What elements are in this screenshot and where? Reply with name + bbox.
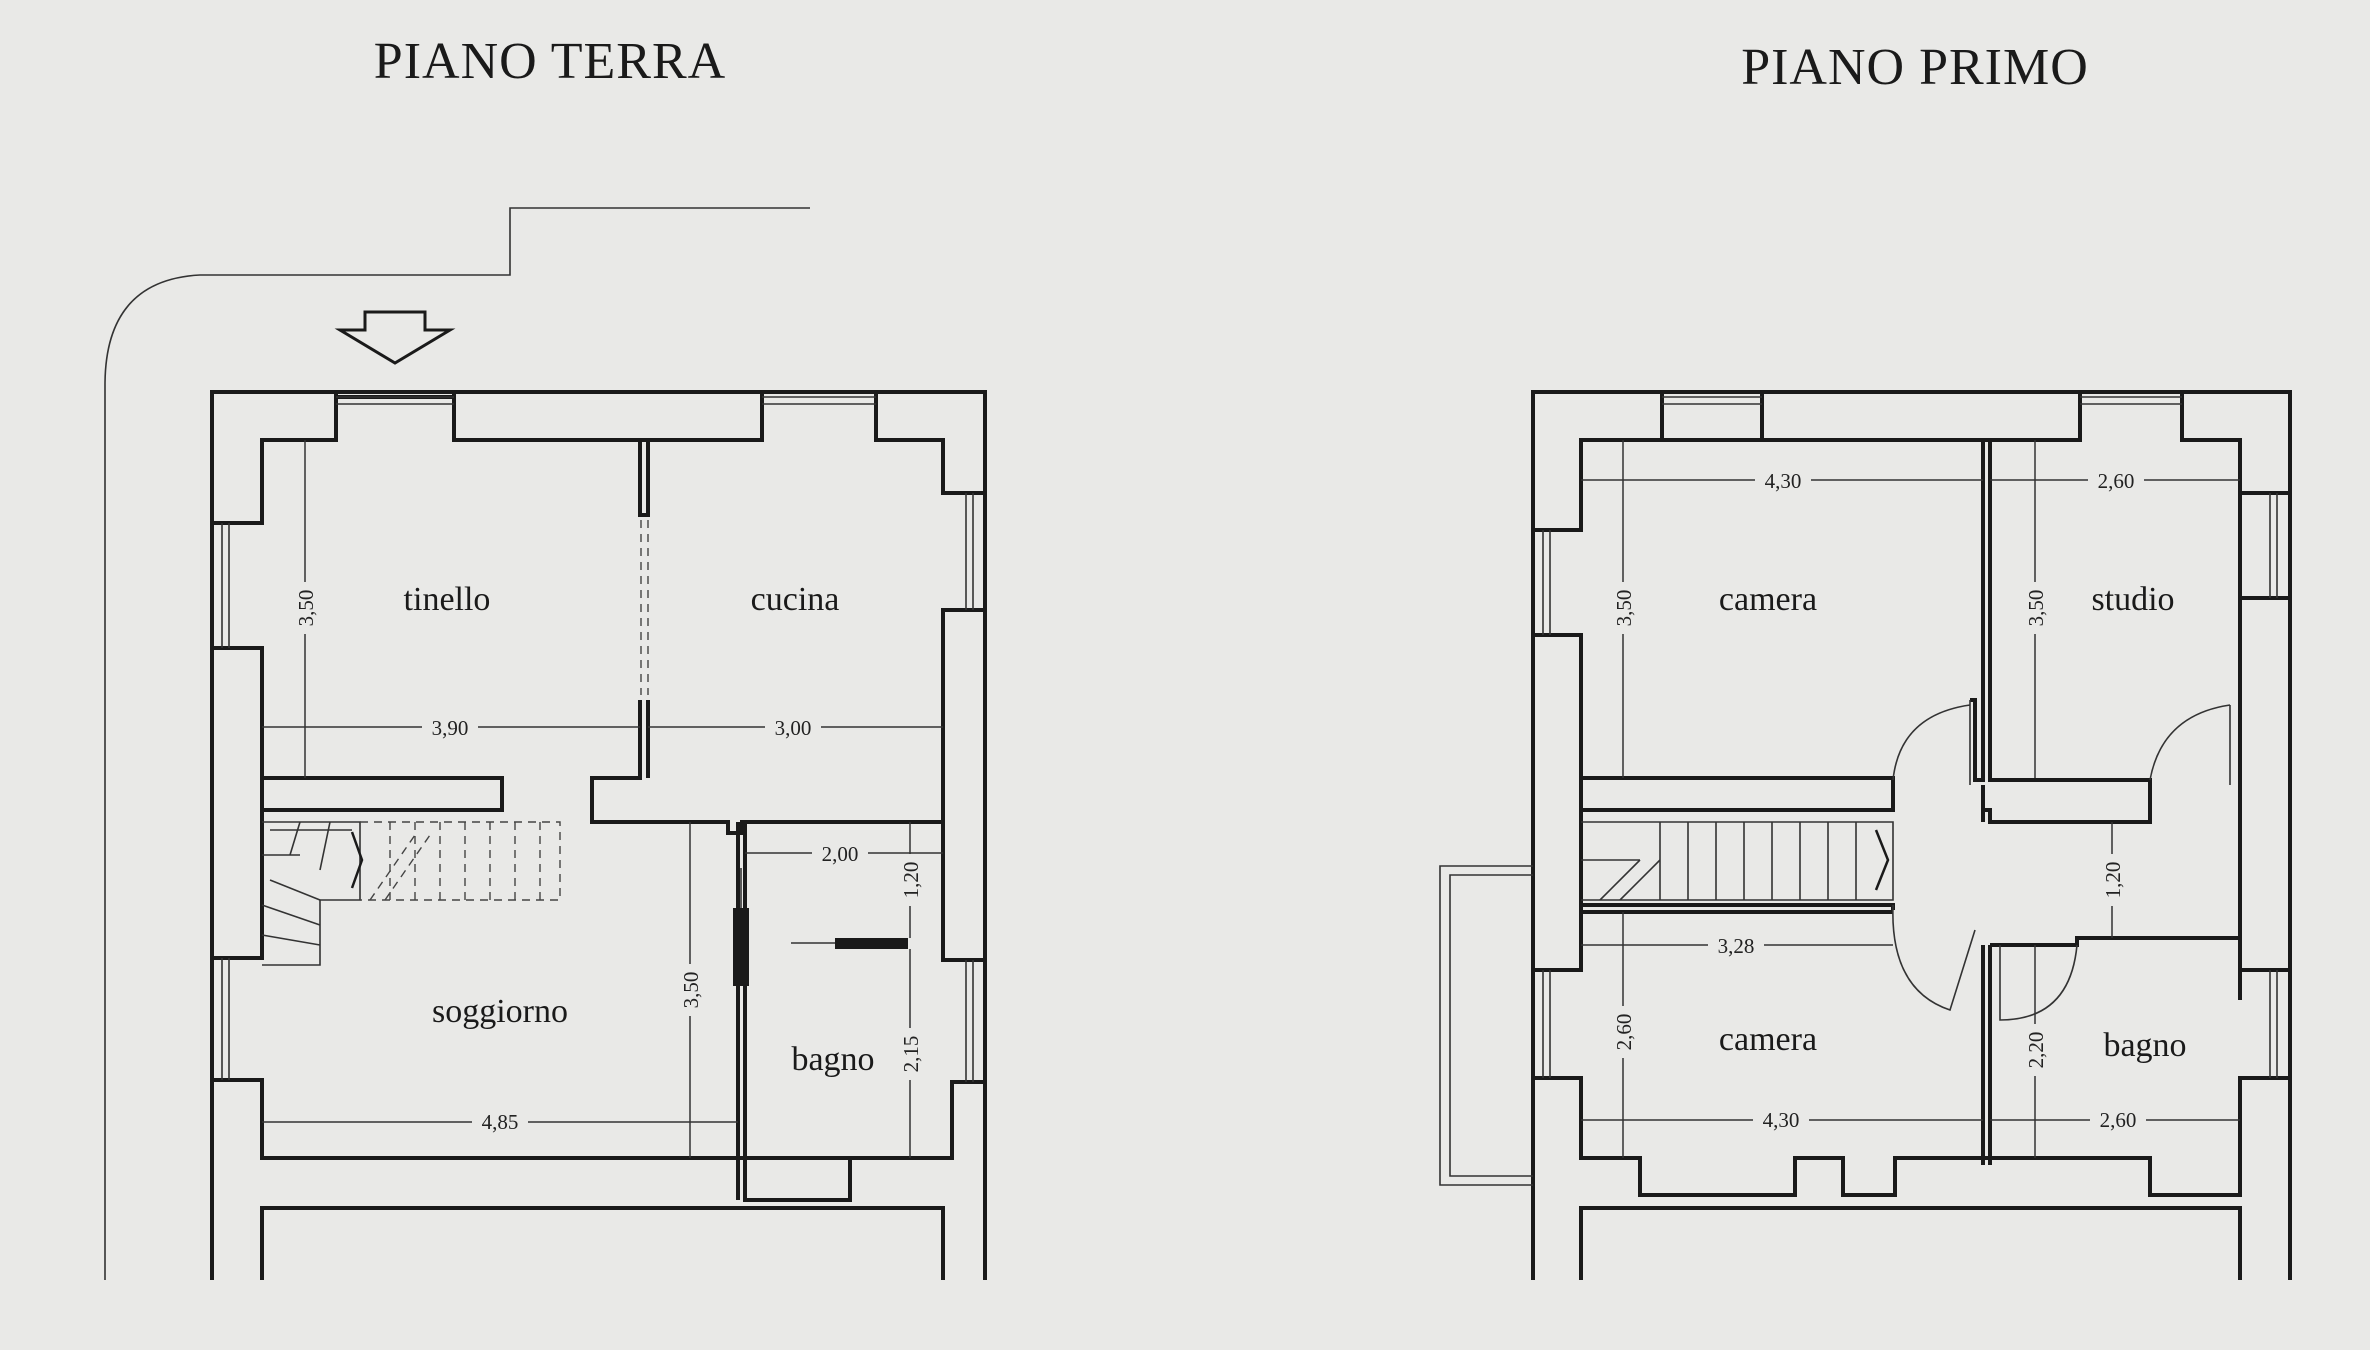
dim-label: 4,85 (482, 1110, 519, 1134)
dimension-labels-ground: 3,50 3,90 3,00 2,00 1,20 3,50 2,15 4,85 (293, 582, 923, 1134)
entrance-arrow-icon (334, 310, 456, 365)
outer-wall-outline (210, 390, 987, 1280)
windows-ground (221, 396, 974, 1082)
room-label-soggiorno: soggiorno (432, 993, 568, 1030)
dim-label: 3,00 (775, 716, 812, 740)
interior-walls-first (1579, 440, 2242, 1165)
balcony (1439, 865, 1533, 1186)
ground-floor-plan (104, 207, 987, 1280)
street-boundary (104, 207, 810, 1280)
dim-label: 3,50 (2024, 590, 2048, 627)
room-label-camera-2: camera (1719, 1021, 1817, 1058)
dim-label: 2,00 (822, 842, 859, 866)
dim-label: 1,20 (2101, 862, 2125, 899)
dimension-labels-first: 4,30 2,60 3,50 3,50 1,20 3,28 2,60 2,20 … (1611, 469, 2146, 1132)
dim-label: 4,30 (1765, 469, 1802, 493)
dim-label: 2,15 (899, 1036, 923, 1073)
exterior-frame (212, 390, 987, 1280)
dim-label: 1,20 (899, 862, 923, 899)
outer-wall-outline-first (1533, 390, 2290, 1197)
dim-label: 4,30 (1763, 1108, 1800, 1132)
door-leaf-soggiorno (835, 938, 908, 949)
dim-label: 3,50 (679, 972, 703, 1009)
room-label-camera-1: camera (1719, 581, 1817, 618)
door-leaf-bagno (733, 908, 749, 986)
dim-label: 3,50 (294, 590, 318, 627)
exterior-frame-first (1531, 390, 2292, 1280)
room-label-studio: studio (2091, 581, 2174, 618)
door-arcs-first (1892, 700, 2231, 1021)
room-label-tinello: tinello (404, 581, 491, 618)
ground-floor-title: PIANO TERRA (374, 33, 726, 90)
dim-label: 2,20 (2024, 1032, 2048, 1069)
first-floor-plan (1439, 390, 2292, 1280)
dim-label: 3,90 (432, 716, 469, 740)
dim-label: 3,50 (1612, 590, 1636, 627)
dim-label: 2,60 (2098, 469, 2135, 493)
windows-first (1542, 396, 2278, 1078)
dim-label: 2,60 (2100, 1108, 2137, 1132)
room-label-bagno-ground: bagno (791, 1041, 874, 1078)
staircase-ground (261, 821, 561, 966)
room-label-bagno-first: bagno (2103, 1027, 2186, 1064)
dim-label: 3,28 (1718, 934, 1755, 958)
room-label-cucina: cucina (751, 581, 840, 618)
staircase-first (1581, 821, 1894, 901)
interior-walls-ground (262, 440, 945, 1202)
dim-label: 2,60 (1612, 1014, 1636, 1051)
first-floor-title: PIANO PRIMO (1741, 39, 2089, 96)
